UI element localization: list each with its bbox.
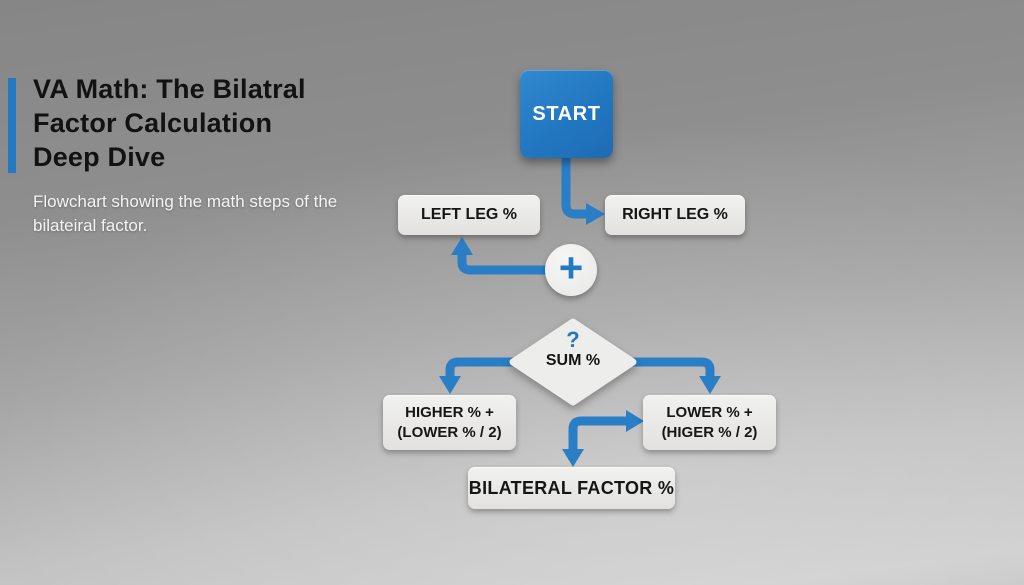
arrowhead-left-leg [451,237,473,255]
decision-label: SUM % [545,352,601,369]
lower-formula-line-1: LOWER % + [666,403,753,421]
arrowhead-higher [439,376,461,394]
higher-formula-node: HIGHER % + (LOWER % / 2) [383,395,516,450]
page-title-line-1: VA Math: The Bilatral [33,74,306,104]
lower-formula-node: LOWER % + (HIGER % / 2) [643,395,776,450]
higher-formula-line-2: (LOWER % / 2) [397,423,502,441]
plus-icon: + [558,243,584,291]
connector-middle-elbow [562,410,644,467]
page-subtitle: Flowchart showing the math steps of the … [33,192,338,235]
right-leg-node: RIGHT LEG % [605,195,745,235]
page-title-line-3: Deep Dive [33,142,166,172]
arrowhead-right-leg [586,203,605,225]
arrowhead-lower-left [626,410,644,432]
bilateral-factor-node: BILATERAL FACTOR % [468,467,675,509]
connector-start-to-right-leg [561,156,586,219]
higher-formula-line-1: HIGHER % + [405,403,494,421]
start-node: START [520,70,613,158]
page-title: VA Math: The Bilatral Factor Calculation… [33,72,373,174]
connector-to-result [568,416,627,451]
title-accent-bar [8,78,16,173]
question-mark-icon: ? [566,327,580,352]
sum-operator-node: + [545,244,597,296]
lower-formula-line-2: (HIGER % / 2) [661,423,758,441]
arrowhead-lower [699,376,721,394]
connector-plus-to-left-leg [457,254,549,275]
left-leg-node: LEFT LEG % [398,195,540,235]
arrowhead-result [562,449,584,467]
page-title-line-2: Factor Calculation [33,108,273,138]
